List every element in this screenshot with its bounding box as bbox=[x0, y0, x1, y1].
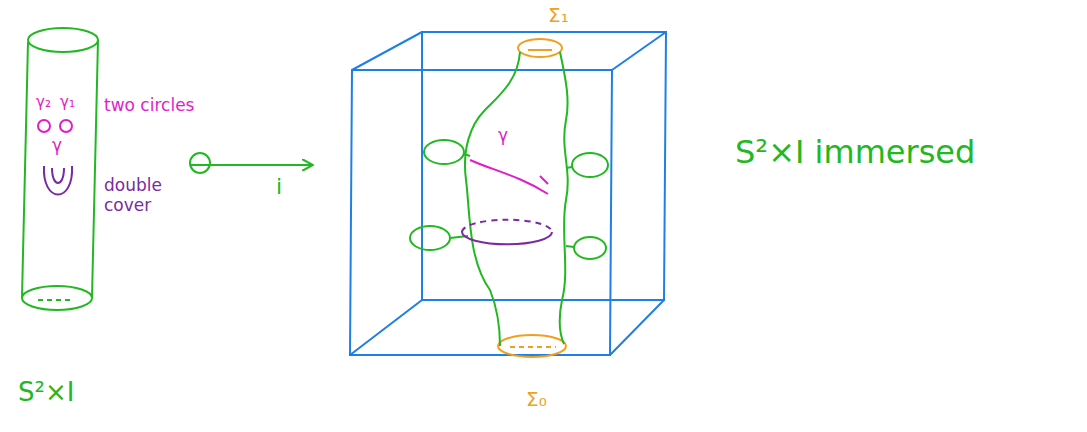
double-cover-curve bbox=[44, 166, 72, 195]
curve-label: γ bbox=[52, 136, 62, 156]
boundary-label: Σ₀ bbox=[526, 388, 547, 411]
boundary-disks bbox=[498, 39, 566, 357]
note: two circles bbox=[104, 96, 194, 116]
double-cover-circle bbox=[462, 220, 552, 245]
cube bbox=[350, 32, 666, 355]
boundary-label: Σ₁ bbox=[548, 4, 569, 27]
gamma-curve bbox=[470, 160, 548, 194]
note: double cover bbox=[104, 176, 174, 215]
curve-label: γ bbox=[498, 126, 508, 146]
map-label: i bbox=[276, 174, 282, 199]
space-label: S²×I bbox=[18, 378, 74, 408]
two-circles bbox=[38, 120, 72, 132]
title-note: S²×I immersed bbox=[735, 134, 975, 171]
map-arrow bbox=[190, 153, 312, 173]
cylinder bbox=[22, 28, 98, 310]
curve-label: γ₂ bbox=[36, 94, 51, 111]
immersed-surface bbox=[410, 52, 608, 346]
curve-label: γ₁ bbox=[60, 94, 75, 111]
